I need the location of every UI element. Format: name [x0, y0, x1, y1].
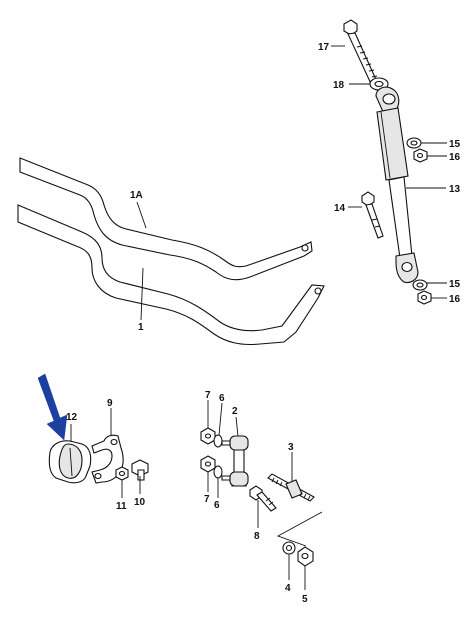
nut-7-upper	[200, 427, 216, 445]
callout-1a: 1A	[130, 190, 143, 201]
callout-16-lower: 16	[449, 294, 461, 305]
nut-7-lower	[200, 455, 216, 473]
callout-9: 9	[107, 398, 113, 409]
callout-7-lower: 7	[204, 494, 210, 505]
stabilizer-link-2	[221, 435, 249, 487]
callout-4: 4	[285, 583, 291, 594]
bolt-17	[343, 19, 379, 87]
callout-10: 10	[134, 497, 146, 508]
bolt-10	[131, 459, 149, 481]
callout-11: 11	[116, 501, 127, 512]
callout-16-upper: 16	[449, 152, 461, 163]
washer-4	[282, 541, 296, 555]
shock-upper-hardware	[406, 137, 428, 163]
callout-15-lower: 15	[449, 279, 461, 290]
washer-6-upper	[213, 434, 223, 448]
callout-5: 5	[302, 594, 308, 605]
leader-lines	[70, 45, 447, 590]
callout-7-upper: 7	[205, 390, 211, 401]
callout-2: 2	[232, 406, 238, 417]
nut-5	[297, 546, 314, 567]
callout-6-upper: 6	[219, 393, 225, 404]
callout-8: 8	[254, 531, 260, 542]
nut-11	[115, 466, 129, 481]
callout-1: 1	[138, 322, 144, 333]
callout-15-upper: 15	[449, 139, 461, 150]
callout-labels: 1A 1 17 18 15 16 13 14 15 16 12 9 11 10 …	[66, 42, 461, 605]
bolt-14	[361, 191, 384, 239]
stabilizer-bar-1	[17, 204, 325, 346]
callout-18: 18	[333, 80, 345, 91]
washer-6-lower	[213, 465, 223, 479]
callout-13: 13	[449, 184, 461, 195]
stud-bolt-3	[267, 473, 315, 502]
bushing-12	[48, 440, 92, 484]
shock-absorber	[343, 19, 419, 284]
callout-6-lower: 6	[214, 500, 220, 511]
bolt-8	[249, 485, 277, 512]
stabilizer-bar-1a	[19, 157, 313, 281]
shock-lower-hardware	[412, 279, 432, 305]
blue-pointer-arrow-icon	[37, 373, 68, 441]
callout-12: 12	[66, 412, 78, 423]
callout-14: 14	[334, 203, 346, 214]
callout-3: 3	[288, 442, 294, 453]
bracket-clamp-9	[91, 434, 124, 484]
callout-17: 17	[318, 42, 330, 53]
